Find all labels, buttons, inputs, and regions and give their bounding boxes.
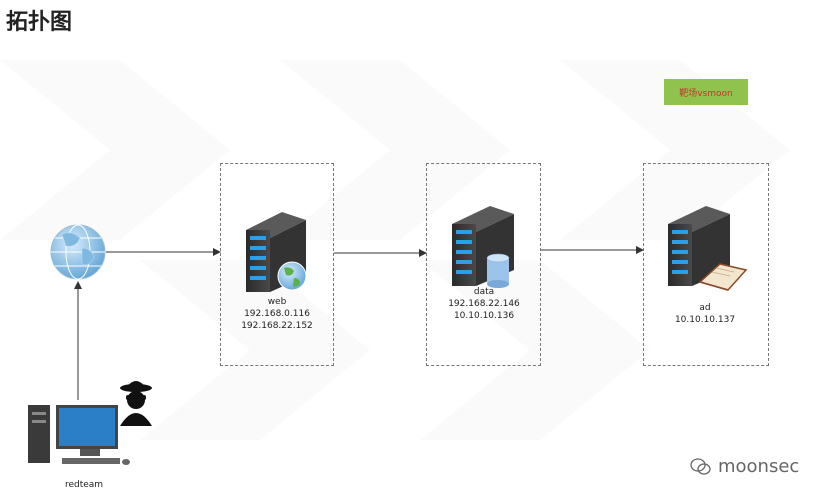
background-pattern xyxy=(0,60,790,440)
data-ip1: 192.168.22.146 xyxy=(448,299,520,309)
watermark-text: moonsec xyxy=(718,456,800,477)
web-ip1: 192.168.0.116 xyxy=(244,309,310,319)
redteam-name: redteam xyxy=(64,480,104,490)
computer-icon xyxy=(28,405,130,465)
ad-ip1: 10.10.10.137 xyxy=(674,315,736,325)
page-title: 拓扑图 xyxy=(6,10,73,35)
zone-data xyxy=(426,163,541,366)
database-icon xyxy=(486,253,510,288)
web-label: web 192.168.0.116 192.168.22.152 xyxy=(217,296,337,332)
data-label: data 192.168.22.146 10.10.10.136 xyxy=(424,286,544,322)
zone-ad xyxy=(643,163,769,366)
wechat-icon xyxy=(690,457,711,475)
ad-label: ad 10.10.10.137 xyxy=(645,302,765,326)
book-icon xyxy=(698,263,748,291)
web-name: web xyxy=(267,297,287,307)
web-ip2: 192.168.22.152 xyxy=(241,321,313,331)
range-badge: 靶场vsmoon xyxy=(664,79,748,105)
data-name: data xyxy=(473,287,495,297)
watermark: moonsec xyxy=(690,456,799,477)
diagram-canvas xyxy=(0,60,790,465)
data-ip2: 10.10.10.136 xyxy=(453,311,515,321)
zone-web xyxy=(220,163,334,366)
hacker-icon xyxy=(120,381,152,426)
redteam-label: redteam xyxy=(24,479,144,491)
globe-icon xyxy=(50,224,106,280)
globe-icon-web xyxy=(277,261,307,291)
ad-name: ad xyxy=(699,303,711,313)
